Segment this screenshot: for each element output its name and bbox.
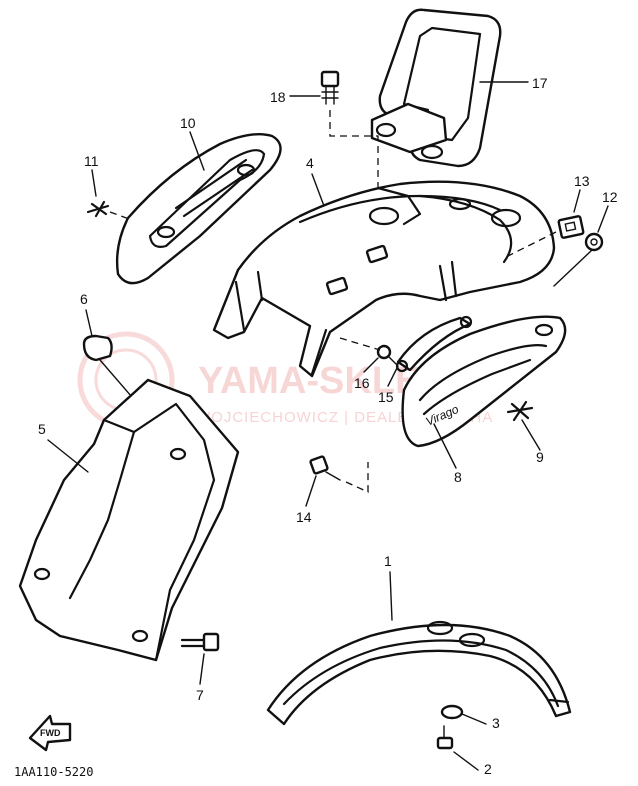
- rear-fender-part: [266, 620, 572, 726]
- label-8: 8: [454, 469, 462, 485]
- inner-fender-part: [18, 378, 240, 662]
- label-11: 11: [84, 153, 99, 169]
- part-number-labels: 1 2 3 4 5 6 7 8 9 10 11 12 13 14 15 16 1…: [38, 75, 618, 777]
- label-2: 2: [484, 761, 492, 777]
- label-4: 4: [306, 155, 314, 171]
- label-7: 7: [196, 687, 204, 703]
- side-panel-right: Virago: [401, 315, 567, 448]
- bolt-18: [320, 70, 340, 105]
- screw-2: [436, 725, 454, 750]
- label-10: 10: [180, 115, 196, 131]
- label-17: 17: [532, 75, 548, 91]
- grab-bar-part: [370, 8, 502, 168]
- forward-arrow-icon: FWD: [28, 714, 72, 752]
- diagram-code: 1AA110-5220: [14, 765, 93, 779]
- frame-cover-part: [212, 180, 556, 378]
- leader-lines: [47, 81, 609, 771]
- bolt-7: [180, 632, 220, 652]
- clip-9: [506, 400, 534, 422]
- label-1: 1: [384, 553, 392, 569]
- bolt-14: [309, 455, 341, 481]
- grommet-13: [557, 215, 585, 239]
- label-16: 16: [354, 375, 370, 391]
- clip-11: [86, 200, 110, 218]
- label-9: 9: [536, 449, 544, 465]
- label-13: 13: [574, 173, 590, 189]
- nut-3: [440, 704, 464, 720]
- bolt-16: [376, 344, 397, 365]
- label-15: 15: [378, 389, 394, 405]
- label-5: 5: [38, 421, 46, 437]
- fwd-label: FWD: [40, 728, 61, 738]
- label-3: 3: [492, 715, 500, 731]
- side-panel-left: [115, 133, 282, 285]
- label-6: 6: [80, 291, 88, 307]
- label-14: 14: [296, 509, 312, 525]
- label-12: 12: [602, 189, 618, 205]
- nut-12: [584, 232, 604, 252]
- label-18: 18: [270, 89, 286, 105]
- bracket-15: [395, 315, 473, 373]
- cap-6: [82, 334, 113, 362]
